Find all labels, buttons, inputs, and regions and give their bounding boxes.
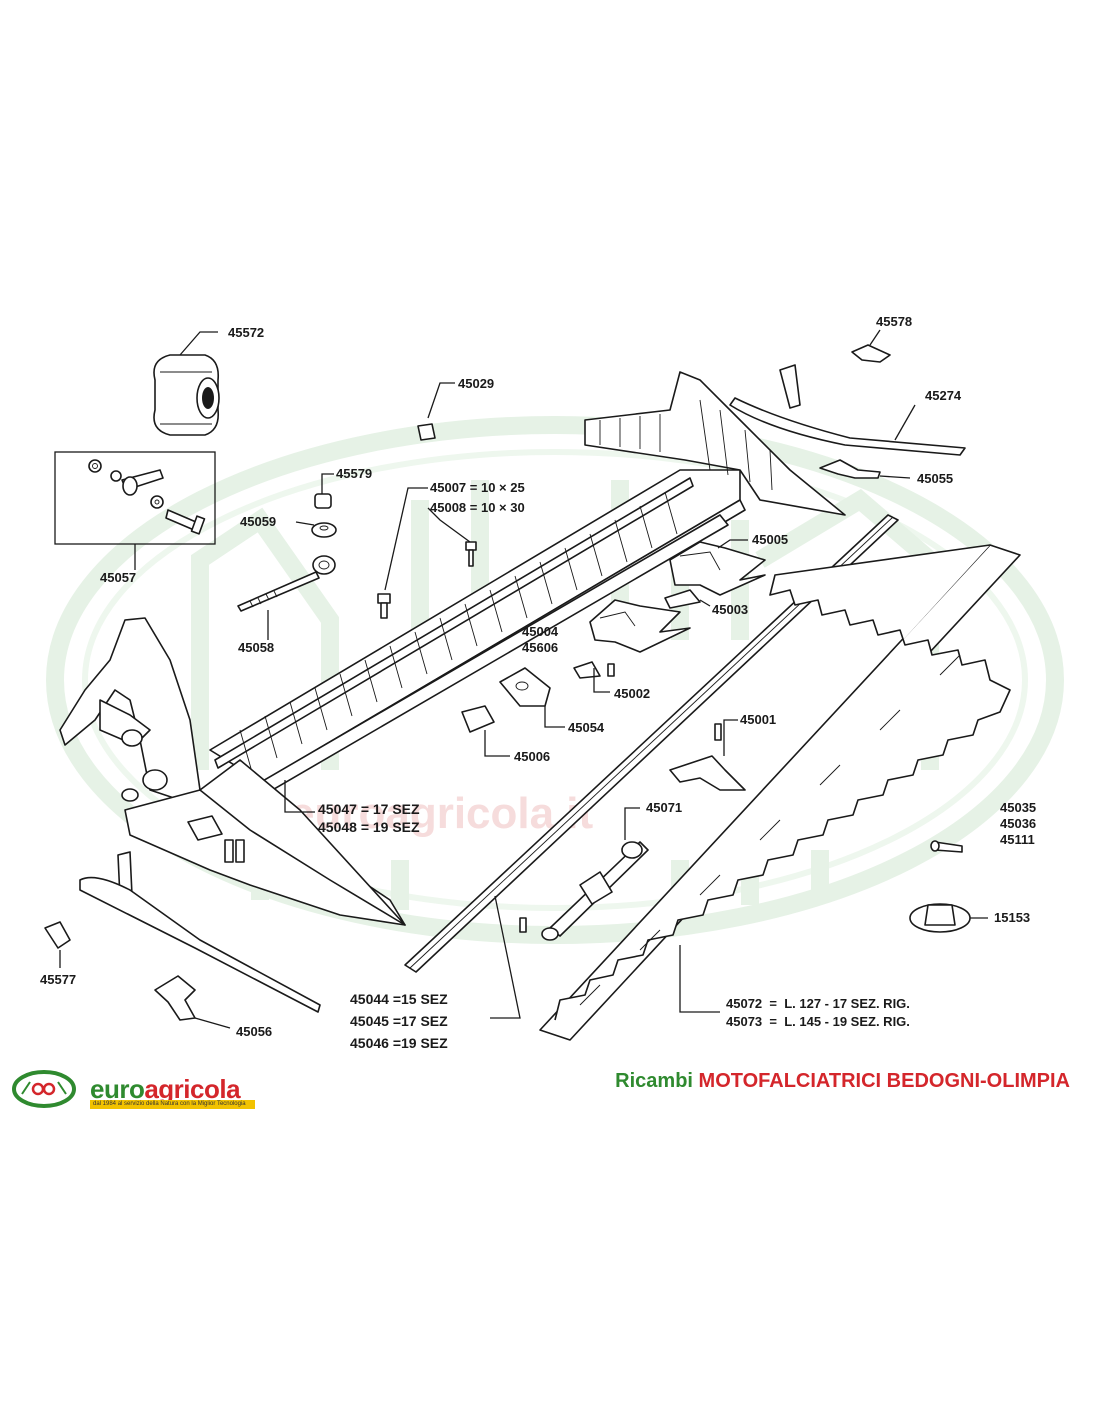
label-45007: 45007 = 10 × 25 (430, 480, 525, 495)
label-45073: 45073 = L. 145 - 19 SEZ. RIG. (726, 1014, 910, 1029)
label-45048: 45048 = 19 SEZ (318, 819, 420, 835)
part-45579-45059-45058 (237, 473, 337, 640)
part-45029-nut (417, 382, 455, 441)
label-45572: 45572 (228, 325, 264, 340)
label-45055: 45055 (917, 471, 953, 486)
watermark-text: euroagricola.it (290, 789, 594, 838)
label-45054: 45054 (568, 720, 605, 735)
label-45005: 45005 (752, 532, 788, 547)
label-45057: 45057 (100, 570, 136, 585)
label-15153: 15153 (994, 910, 1030, 925)
knife-sections (573, 539, 766, 693)
cutter-bar-frame (59, 371, 846, 926)
label-45036: 45036 (1000, 816, 1036, 831)
label-45111: 45111 (1000, 832, 1035, 847)
label-45606: 45606 (522, 640, 558, 655)
brand-tagline: dal 1984 al servizio della Natura con la… (90, 1100, 255, 1109)
part-45572-bushing (153, 331, 220, 436)
part-45072-serrated-knife (539, 544, 1021, 1041)
label-45035: 45035 (1000, 800, 1036, 815)
part-45578-45274-45055 (729, 329, 966, 479)
part-number-labels: 45572 45057 45579 45059 45058 45029 4500… (40, 314, 1036, 1051)
label-45071: 45071 (646, 800, 682, 815)
part-45007-45008-screws (377, 487, 477, 619)
label-45004: 45004 (522, 624, 559, 639)
part-45044-knife-back-bar (404, 514, 899, 1019)
catalog-title: Ricambi MOTOFALCIATRICI BEDOGNI-OLIMPIA (615, 1070, 1070, 1092)
brand-name: euroagricola (90, 1074, 241, 1104)
label-45029: 45029 (458, 376, 494, 391)
label-45056: 45056 (236, 1024, 272, 1039)
part-45071-pitman (541, 807, 649, 941)
label-45003: 45003 (712, 602, 748, 617)
label-45006: 45006 (514, 749, 550, 764)
label-45059: 45059 (240, 514, 276, 529)
label-45058: 45058 (238, 640, 274, 655)
label-45578: 45578 (876, 314, 912, 329)
footer: euroagricola dal 1984 al servizio della … (0, 1062, 1100, 1112)
part-45054-45006-plates (461, 667, 565, 757)
euroagricola-logo: euroagricola dal 1984 al servizio della … (12, 1070, 255, 1109)
label-45047: 45047 = 17 SEZ (318, 801, 420, 817)
label-45002: 45002 (614, 686, 650, 701)
label-45044: 45044 =15 SEZ (350, 991, 448, 1007)
label-45045: 45045 =17 SEZ (350, 1013, 448, 1029)
logo-emblem-icon (12, 1070, 76, 1108)
label-45008: 45008 = 10 × 30 (430, 500, 525, 515)
part-45057-kit (54, 451, 216, 570)
label-45274: 45274 (925, 388, 962, 403)
part-45035-15153 (909, 840, 988, 933)
label-45001: 45001 (740, 712, 776, 727)
label-45046: 45046 =19 SEZ (350, 1035, 448, 1051)
label-45579: 45579 (336, 466, 372, 481)
label-45072: 45072 = L. 127 - 17 SEZ. RIG. (726, 996, 910, 1011)
part-45577-skid-45056 (44, 851, 321, 1029)
label-45577: 45577 (40, 972, 76, 987)
part-45001-guard (669, 719, 746, 791)
